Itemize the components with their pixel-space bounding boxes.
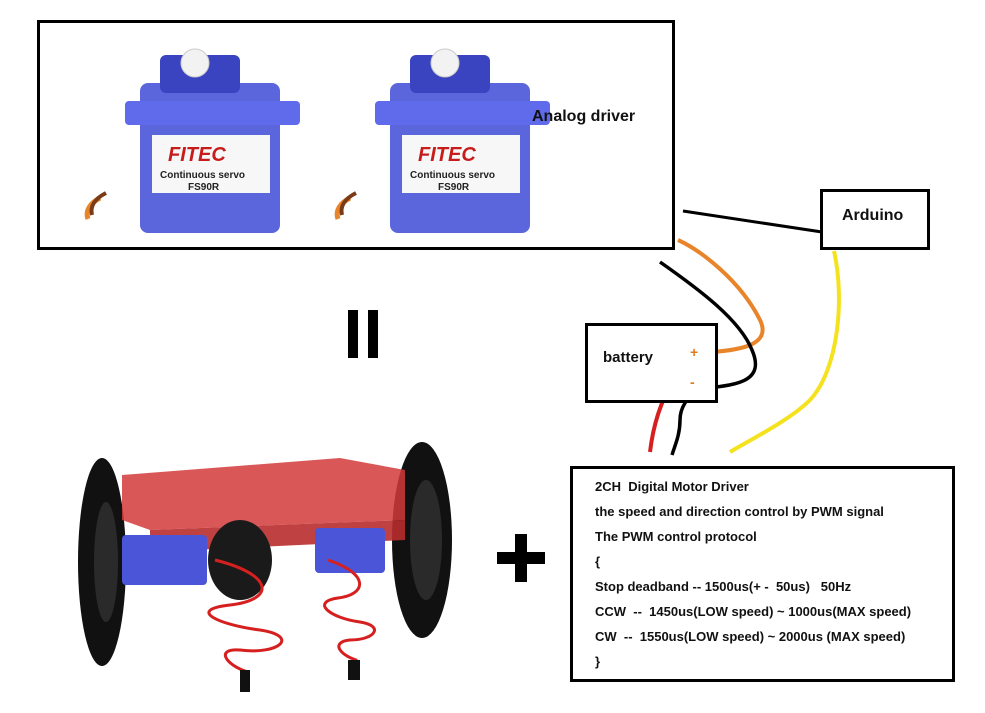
driver-line-close-brace: }: [595, 654, 601, 669]
wire-black-ground: [658, 260, 758, 390]
arduino-label: Arduino: [842, 207, 904, 224]
servo-1-brand: FITEC: [168, 144, 226, 166]
wire-yellow-pwm: [728, 250, 841, 454]
driver-line-protocol: The PWM control protocol: [595, 529, 757, 544]
arduino-box: [820, 189, 930, 250]
right-wheel-icon: [392, 442, 452, 638]
driver-line-title: 2CH Digital Motor Driver: [595, 479, 749, 494]
servo-1-model: FS90R: [188, 182, 220, 193]
driver-line-ccw: CCW -- 1450us(LOW speed) ~ 1000us(MAX sp…: [595, 604, 912, 619]
plus-symbol: [497, 534, 545, 582]
battery-box: [585, 323, 718, 403]
servo-illustrations: FITEC Continuous servo FS90R FITEC Conti…: [84, 48, 550, 233]
chassis-servo-right: [315, 528, 385, 573]
motor-driver-box: 2CH Digital Motor Driver the speed and d…: [570, 466, 955, 682]
driver-line-open-brace: {: [595, 554, 601, 569]
battery-plus-terminal: +: [690, 344, 699, 360]
analog-driver-label: Analog driver: [532, 108, 636, 125]
driver-line-description: the speed and direction control by PWM s…: [595, 504, 884, 519]
driver-line-cw: CW -- 1550us(LOW speed) ~ 2000us (MAX sp…: [595, 629, 906, 644]
servo-motor-2: FITEC Continuous servo FS90R: [334, 48, 550, 233]
chassis-plate: [122, 458, 405, 530]
servo-motor-1: FITEC Continuous servo FS90R: [84, 48, 300, 233]
servo-2-model: FS90R: [438, 182, 470, 193]
left-wheel-icon: [78, 458, 126, 666]
battery-label: battery: [603, 349, 654, 366]
analog-driver-box: FITEC Continuous servo FS90R FITEC Conti…: [37, 20, 675, 250]
chassis-servo-left: [122, 535, 207, 585]
servo-1-subtitle: Continuous servo: [160, 170, 245, 181]
driver-line-stop: Stop deadband -- 1500us(+ - 50us) 50Hz: [595, 579, 852, 594]
servo-2-subtitle: Continuous servo: [410, 170, 495, 181]
wire-servo-to-arduino: [682, 209, 823, 234]
battery-minus-terminal: -: [690, 374, 695, 390]
wire-orange-signal: [677, 238, 765, 354]
servo-2-brand: FITEC: [418, 144, 476, 166]
coiled-wire-right: [323, 558, 376, 672]
coiled-wire-left: [207, 558, 284, 690]
equals-symbol: [348, 310, 378, 358]
